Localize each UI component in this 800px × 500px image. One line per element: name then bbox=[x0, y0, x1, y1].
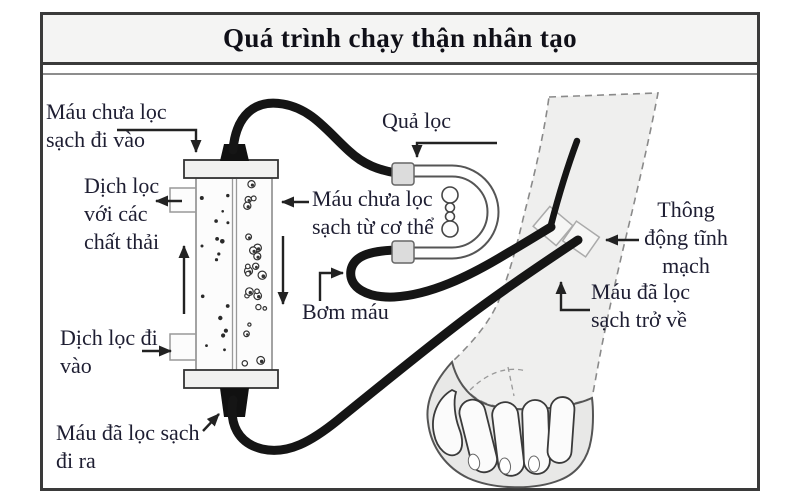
dialyzer bbox=[169, 144, 279, 417]
dialysate-particles bbox=[199, 193, 230, 352]
label-av-fistula: Thông động tĩnh mạch bbox=[644, 197, 728, 279]
label-blood-return: Máu đã lọc sạch trở về bbox=[591, 279, 690, 333]
title-separator-line bbox=[43, 73, 757, 75]
arrow-pump bbox=[318, 267, 344, 301]
arrow-blood-out bbox=[202, 413, 220, 432]
label-blood-from-body: Máu chưa lọc sạch từ cơ thể bbox=[312, 186, 434, 240]
arrow-filter bbox=[411, 141, 497, 158]
blood-bubbles bbox=[241, 179, 268, 367]
thumb bbox=[432, 388, 464, 457]
patient-hand-fist bbox=[426, 359, 594, 489]
diagram-title: Quá trình chạy thận nhân tạo bbox=[222, 23, 578, 53]
fingers bbox=[458, 396, 576, 477]
arrow-blood-return bbox=[555, 281, 590, 312]
title-bar: Quá trình chạy thận nhân tạo bbox=[43, 15, 757, 65]
label-filter: Quả lọc bbox=[382, 108, 452, 133]
arm-needle-tube bbox=[547, 137, 581, 229]
label-dialysate-in: Dịch lọc đi vào bbox=[60, 325, 158, 379]
pump-loop-tube bbox=[346, 222, 556, 302]
dialyzer-top-cap bbox=[183, 159, 279, 179]
label-blood-pump: Bơm máu bbox=[302, 299, 389, 324]
label-dialysate-with-waste: Dịch lọc với các chất thải bbox=[84, 173, 160, 255]
arrow-blood-in bbox=[117, 128, 202, 153]
blood-tube-to-dialyzer bbox=[228, 98, 401, 178]
label-blood-filtered-out: Máu đã lọc sạch đi ra bbox=[56, 420, 200, 474]
dialysate-in-port bbox=[169, 333, 198, 361]
coil-bottom-connector bbox=[391, 240, 415, 264]
filter-coil bbox=[391, 162, 500, 264]
return-blood-tube bbox=[227, 235, 583, 455]
dialyzer-bottom-cap bbox=[183, 369, 279, 389]
annotation-arrows bbox=[117, 128, 639, 432]
diagram-frame: Quá trình chạy thận nhân tạo bbox=[40, 12, 760, 491]
coil-top-connector bbox=[391, 162, 415, 186]
label-blood-unfiltered-in: Máu chưa lọc sạch đi vào bbox=[46, 99, 167, 153]
